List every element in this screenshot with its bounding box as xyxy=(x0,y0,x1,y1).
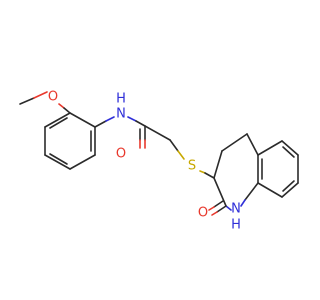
bond-aryl-n xyxy=(94,120,107,128)
bond-o-aryl xyxy=(63,107,71,114)
bond-s-c3-yellow xyxy=(199,170,206,174)
molecule-structure-diagram: O H N O S O N H xyxy=(19,90,299,233)
bond-ch2-s-yellow xyxy=(177,150,185,160)
amide-hydrogen-label: H xyxy=(116,92,126,107)
lactam-nitrogen-label: N xyxy=(231,202,241,217)
bond-n-carbonyl-blue xyxy=(127,116,137,122)
bond-o-aryl-red xyxy=(58,103,65,109)
azepinone-ring xyxy=(208,133,259,216)
bond-aryl-n-blue xyxy=(105,116,115,122)
lactam-oxygen-label: O xyxy=(198,206,208,221)
bond-s-c3 xyxy=(204,172,215,179)
atom-labels: O H N O S O N H xyxy=(48,90,241,233)
bond-n-carbonyl xyxy=(135,120,146,127)
methoxy-oxygen-label: O xyxy=(48,90,58,105)
lactam-hydrogen-label: H xyxy=(231,218,241,233)
bonds xyxy=(19,91,299,216)
amide-oxygen-label: O xyxy=(116,147,126,162)
benzo-ring xyxy=(257,140,299,198)
bond-carbonyl-ch2 xyxy=(144,125,171,141)
bond-methyl-o xyxy=(19,97,35,105)
thioether-sulfur-label: S xyxy=(188,159,196,174)
methoxyphenyl-ring xyxy=(44,112,96,170)
bond-methyl-o-red xyxy=(33,91,48,99)
bond-ch2-s xyxy=(169,139,179,152)
amide-nitrogen-label: N xyxy=(116,107,126,122)
